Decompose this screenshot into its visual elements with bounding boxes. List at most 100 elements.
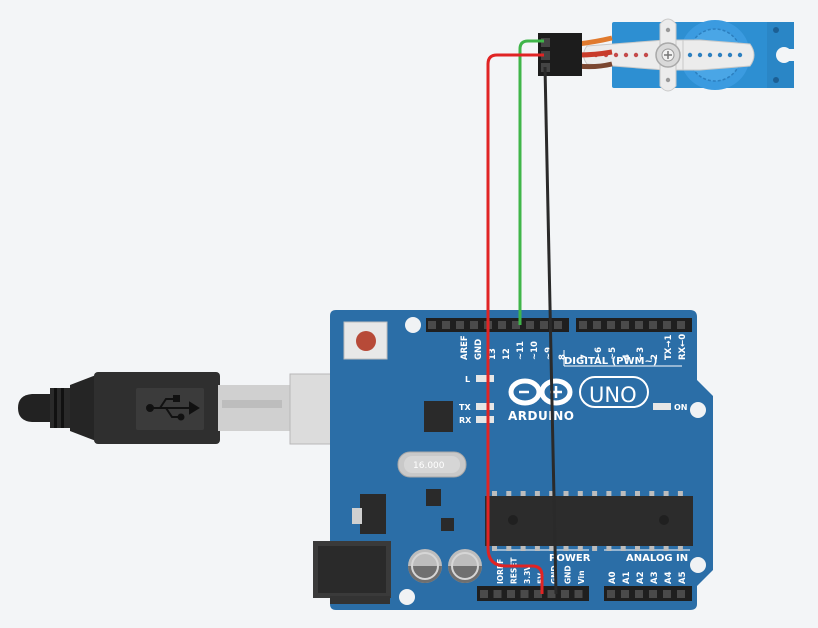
pin-label: ~10 [530,341,540,360]
header-pin[interactable] [635,321,643,329]
header-pin[interactable] [442,321,450,329]
pin-label: 3.3V [523,565,532,584]
pin-label: A3 [650,571,660,584]
wires[interactable] [486,39,558,595]
mount-hole [690,402,706,418]
ground-wire [543,66,558,595]
led-rx-label: RX [459,416,472,425]
pin-label: ~9 [544,347,554,360]
header-pin[interactable] [677,321,685,329]
header-pin[interactable] [574,590,583,598]
pin-label: 8 [558,354,568,360]
pin-label: 13 [488,348,498,360]
power-label: POWER [549,553,591,564]
model-text: UNO [589,383,637,407]
pin-label: 12 [502,348,512,360]
led-l [476,375,494,382]
mount-hole [690,557,706,573]
pin-label: ~5 [608,347,618,360]
reset-button[interactable] [343,321,388,360]
usb-chip [424,401,453,432]
header-pin[interactable] [534,590,542,598]
digital-header [426,318,692,332]
crystal: 16.000 [397,451,467,478]
power-jack[interactable] [313,541,391,604]
pin-label: A5 [678,571,688,584]
power-header [477,586,692,601]
header-pin[interactable] [579,321,587,329]
pin-label: A4 [664,571,674,584]
header-pin[interactable] [512,321,520,329]
header-pin[interactable] [593,321,601,329]
voltage-regulator [360,494,386,534]
header-pin[interactable] [547,590,556,598]
pin-label: ~11 [516,341,526,360]
header-pin[interactable] [470,321,478,329]
pin-label: 2 [650,354,660,360]
transistor [441,518,454,531]
pin-label: ~3 [636,347,646,360]
led-tx-label: TX [459,403,471,412]
header-pin[interactable] [607,590,615,598]
small-chip [426,489,441,506]
header-pin[interactable] [607,321,615,329]
pin-label: ~6 [594,347,604,360]
brand-text: ARDUINO [508,409,574,423]
header-pin[interactable] [561,590,569,598]
led-tx [476,403,494,410]
regulator-tab [352,508,362,524]
header-pin[interactable] [428,321,436,329]
header-pin[interactable] [507,590,515,598]
header-pin[interactable] [554,321,562,329]
led-l-label: L [465,375,470,384]
led-on [653,403,671,410]
pin-label: GND [474,339,484,360]
power-wire [486,53,544,594]
digital-label: DIGITAL (PWM~) [564,356,657,367]
header-pin[interactable] [635,590,643,598]
header-pin[interactable] [480,590,488,598]
header-pin[interactable] [663,590,671,598]
capacitor [448,549,482,583]
pin-label: TX→1 [664,335,674,360]
atmega-chip [485,491,693,551]
mount-hole [399,589,415,605]
header-pin[interactable] [540,321,548,329]
pin-label: AREF [460,335,470,360]
pin-label: IOREF [496,559,505,584]
pin-label: RESET [510,557,519,584]
svg-text:16.000: 16.000 [413,461,445,471]
servo-motor[interactable] [577,18,796,92]
header-pin[interactable] [621,321,629,329]
header-pin[interactable] [456,321,464,329]
pin-label: Vin [577,570,586,584]
signal-wire [518,39,544,325]
infinity-logo [508,378,573,406]
led-rx [476,416,494,423]
header-pin[interactable] [649,321,657,329]
led-on-label: ON [674,403,688,412]
pin-label: A0 [608,571,618,584]
header-pin[interactable] [493,590,502,598]
header-pin[interactable] [649,590,657,598]
usb-icon [146,395,200,421]
pin-label: 7 [580,354,590,360]
pin-label: RX←0 [678,334,688,360]
analog-label: ANALOG IN [626,553,688,564]
pin-label: GND [564,565,573,584]
arduino-uno-board[interactable]: AREF GND 13 12 ~11 ~10 ~9 8 7 ~6 ~5 4 ~3 2 TX→1 RX←0 DI… [313,310,713,610]
header-pin[interactable] [677,590,685,598]
pin-label: A1 [622,571,632,584]
header-pin[interactable] [663,321,671,329]
header-pin[interactable] [520,590,529,598]
capacitor [408,549,442,583]
header-pin[interactable] [526,321,534,329]
pin-label: 4 [622,354,632,360]
mount-hole [405,317,421,333]
model-badge [579,376,649,408]
header-pin[interactable] [498,321,506,329]
header-pin[interactable] [621,590,629,598]
pin-label: A2 [636,571,646,584]
